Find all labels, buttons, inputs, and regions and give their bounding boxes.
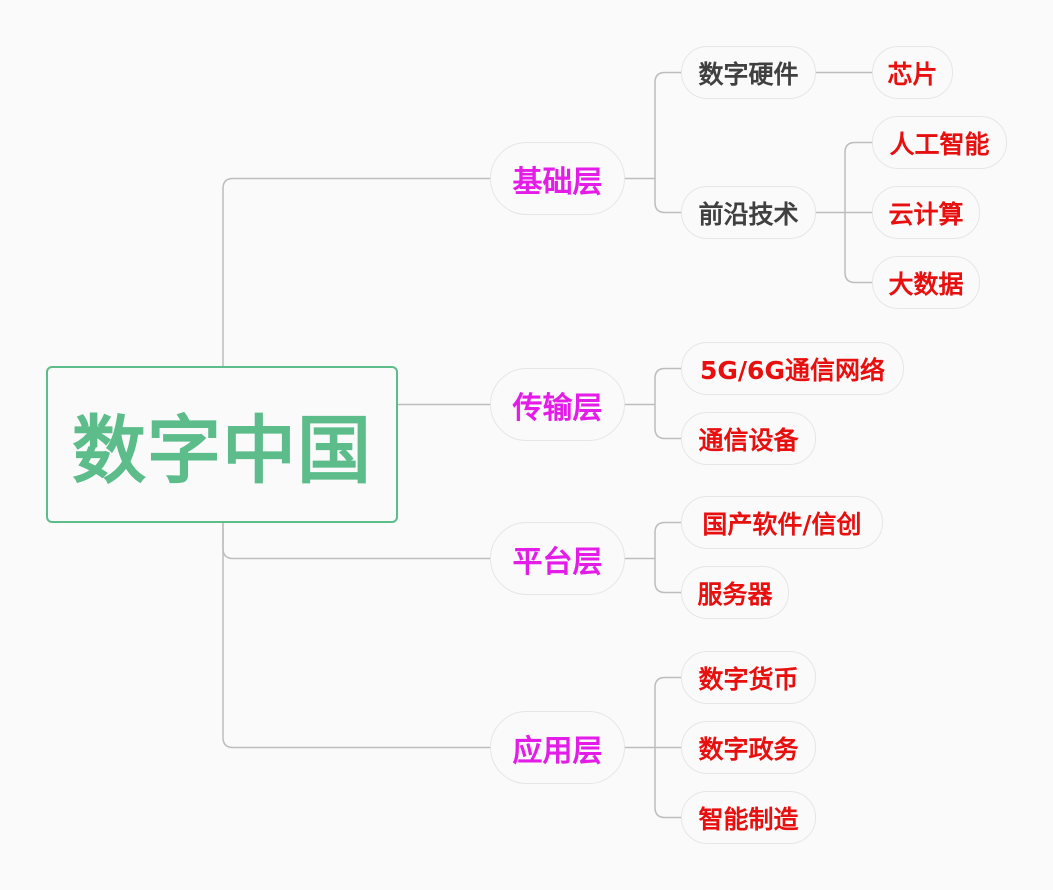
node-digital-government[interactable]: 数字政务 xyxy=(681,721,816,774)
frontier-connector-branch-0 xyxy=(844,141,872,213)
node-big-data[interactable]: 大数据 xyxy=(872,256,980,309)
node-5g-6g-network[interactable]: 5G/6G通信网络 xyxy=(681,342,904,395)
node-cloud-computing[interactable]: 云计算 xyxy=(872,186,980,239)
root-node-digital-china[interactable]: 数字中国 xyxy=(46,366,398,523)
node-ai[interactable]: 人工智能 xyxy=(872,116,1007,169)
root-connector-platform xyxy=(222,523,490,560)
layer-node-transmission[interactable]: 传输层 xyxy=(490,368,625,441)
node-chip[interactable]: 芯片 xyxy=(872,46,953,99)
layer-node-platform[interactable]: 平台层 xyxy=(490,522,625,595)
root-connector-application xyxy=(222,523,490,749)
node-comm-equipment[interactable]: 通信设备 xyxy=(681,412,816,465)
node-domestic-software[interactable]: 国产软件/信创 xyxy=(681,496,883,549)
layer-node-application[interactable]: 应用层 xyxy=(490,711,625,784)
application-connector-branch-0 xyxy=(654,676,681,748)
foundation-connector-branch-0 xyxy=(654,71,681,179)
transmission-connector-branch-1 xyxy=(654,404,681,440)
transmission-connector-branch-0 xyxy=(654,367,681,405)
foundation-connector-branch-1 xyxy=(654,178,681,214)
node-server[interactable]: 服务器 xyxy=(681,566,789,619)
node-digital-hardware[interactable]: 数字硬件 xyxy=(681,46,816,99)
platform-connector-branch-0 xyxy=(654,521,681,559)
node-frontier-tech[interactable]: 前沿技术 xyxy=(681,186,816,239)
node-digital-currency[interactable]: 数字货币 xyxy=(681,651,816,704)
node-smart-manufacturing[interactable]: 智能制造 xyxy=(681,791,816,844)
platform-connector-branch-1 xyxy=(654,558,681,594)
layer-node-foundation[interactable]: 基础层 xyxy=(490,142,625,215)
frontier-connector-branch-2 xyxy=(844,212,872,284)
application-connector-branch-2 xyxy=(654,747,681,819)
root-connector-foundation xyxy=(222,177,490,366)
